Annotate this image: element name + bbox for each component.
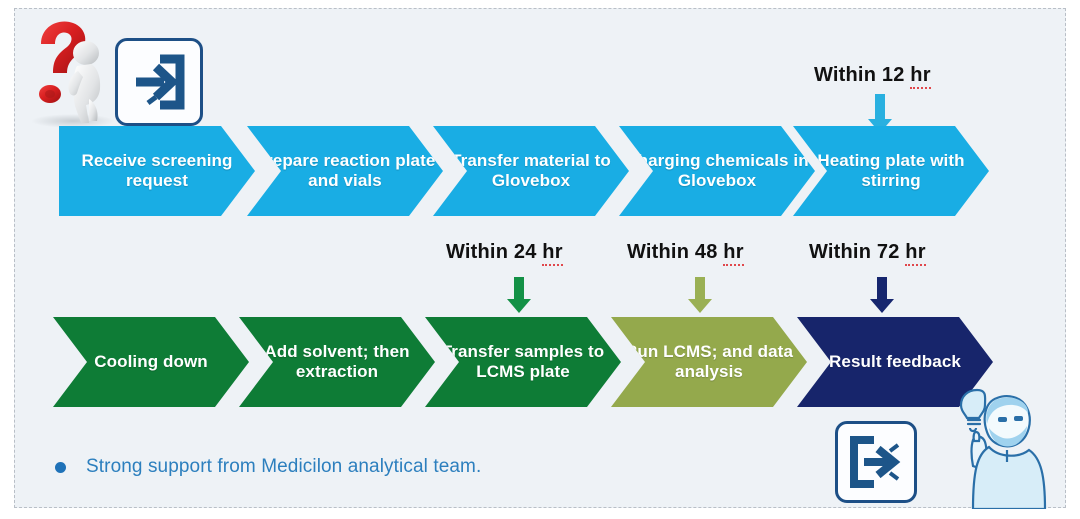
step-charging-chemicals-in-glovebox[interactable]: Charging chemicals in Glovebox [619,126,815,216]
step-add-solvent-then-extraction[interactable]: Add solvent; then extraction [239,317,435,407]
login-arrow-into-box-icon [115,38,203,126]
time-marker-label-48hr: Within 48 hr [627,241,744,266]
logout-arrow-out-of-box-icon [835,421,917,503]
time-marker-arrow-48hr [688,277,712,313]
time-marker-text-24hr: Within 24 [446,241,543,263]
step-label: Transfer material to Glovebox [451,150,611,190]
step-label: Prepare reaction plate and vials [254,150,436,190]
question-mark-thinking-person-icon [23,11,119,129]
step-label: Charging chemicals in Glovebox [625,150,809,190]
support-note-text: Strong support from Medicilon analytical… [86,456,482,477]
diagram-canvas: Within 12 hr Receive screening request P… [14,8,1066,511]
step-label: Result feedback [829,351,961,371]
support-note: Strong support from Medicilon analytical… [55,456,481,478]
time-marker-text-12hr: Within 12 [814,64,911,86]
step-label: Heating plate with stirring [817,150,965,190]
step-transfer-material-to-glovebox[interactable]: Transfer material to Glovebox [433,126,629,216]
time-marker-label-12hr: Within 12 hr [814,64,931,89]
time-marker-unit-24hr: hr [542,241,563,266]
time-marker-text-72hr: Within 72 [809,241,906,263]
time-marker-unit-72hr: hr [905,241,926,266]
time-marker-unit-12hr: hr [910,64,931,89]
step-label: Add solvent; then extraction [264,341,410,381]
step-label: Cooling down [94,351,208,371]
time-marker-label-72hr: Within 72 hr [809,241,926,266]
step-label: Run LCMS; and data analysis [624,341,793,381]
step-transfer-samples-to-lcms-plate[interactable]: Transfer samples to LCMS plate [425,317,621,407]
time-marker-arrow-72hr [870,277,894,313]
step-heating-plate-with-stirring[interactable]: Heating plate with stirring [793,126,989,216]
step-prepare-reaction-plate-and-vials[interactable]: Prepare reaction plate and vials [247,126,443,216]
step-label: Transfer samples to LCMS plate [441,341,605,381]
time-marker-arrow-24hr [507,277,531,313]
bearded-person-with-lightbulb-icon [945,384,1057,511]
step-cooling-down[interactable]: Cooling down [53,317,249,407]
time-marker-label-24hr: Within 24 hr [446,241,563,266]
time-marker-text-48hr: Within 48 [627,241,724,263]
step-run-lcms-and-data-analysis[interactable]: Run LCMS; and data analysis [611,317,807,407]
time-marker-unit-48hr: hr [723,241,744,266]
step-receive-screening-request[interactable]: Receive screening request [59,126,255,216]
bullet-dot-icon [55,461,66,473]
step-label: Receive screening request [81,150,233,190]
